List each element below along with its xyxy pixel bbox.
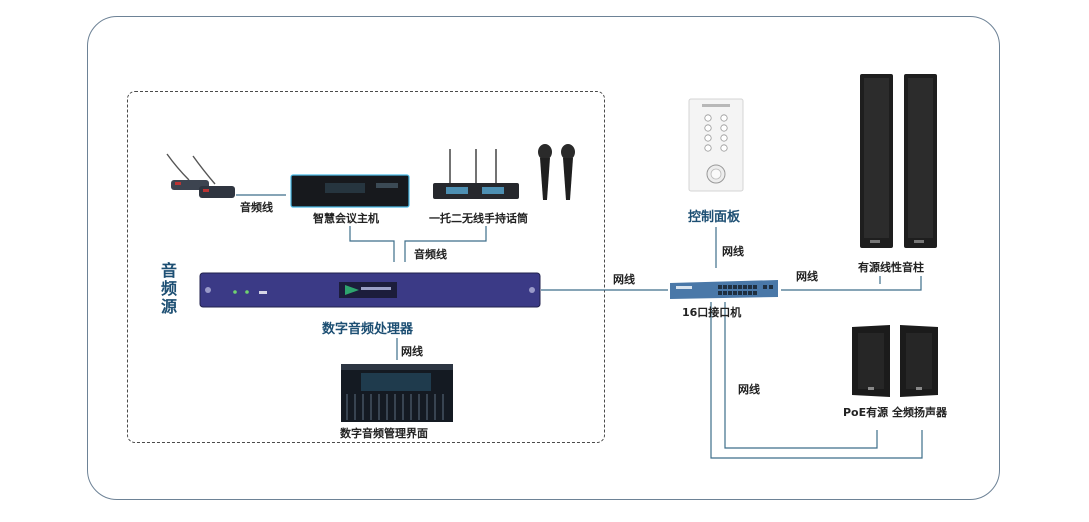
cable-label-network: 网线	[722, 245, 744, 258]
audio-source-char: 音	[160, 261, 177, 280]
wire-host-to-dsp	[349, 226, 395, 262]
poe-speaker-label: PoE有源 全频扬声器	[843, 406, 947, 419]
dsp-label: 数字音频处理器	[322, 322, 414, 337]
outer-frame	[87, 16, 1000, 500]
cable-label-audio: 音频线	[240, 201, 273, 214]
wire-switch-to-columns	[781, 276, 922, 291]
audio-source-char: 源	[160, 297, 177, 316]
conference-host-unit	[290, 174, 410, 208]
control-panel-label: 控制面板	[688, 210, 741, 225]
control-panel-unit	[688, 98, 744, 192]
conference-host-label: 智慧会议主机	[313, 212, 379, 225]
dsp-processor-unit	[199, 272, 541, 308]
network-switch-unit	[670, 280, 778, 299]
conference-microphones	[166, 153, 235, 198]
cable-label-network: 网线	[613, 273, 635, 286]
audio-source-char: 频	[160, 279, 177, 298]
audio-source-group	[127, 91, 605, 443]
wire-switch-to-poe-1	[710, 302, 923, 459]
cable-label-network: 网线	[796, 270, 818, 283]
dsp-management-ui-screen	[341, 364, 453, 422]
poe-speakers	[852, 325, 938, 397]
wireless-receiver	[433, 149, 519, 199]
wire-mic-to-dsp	[404, 226, 487, 262]
switch-label: 16口接口机	[682, 306, 742, 319]
dsp-ui-label: 数字音频管理界面	[340, 427, 428, 440]
wireless-mic-label: 一托二无线手持话筒	[429, 212, 528, 225]
audio-source-title: 音 频 源	[160, 262, 178, 316]
handheld-microphones	[538, 144, 575, 200]
cable-label-network: 网线	[401, 345, 423, 358]
column-speakers	[860, 74, 937, 248]
column-speaker-label: 有源线性音柱	[858, 261, 924, 274]
cable-label-audio: 音频线	[414, 248, 447, 261]
cable-label-network: 网线	[738, 383, 760, 396]
wire-switch-to-poe-2	[724, 302, 878, 449]
